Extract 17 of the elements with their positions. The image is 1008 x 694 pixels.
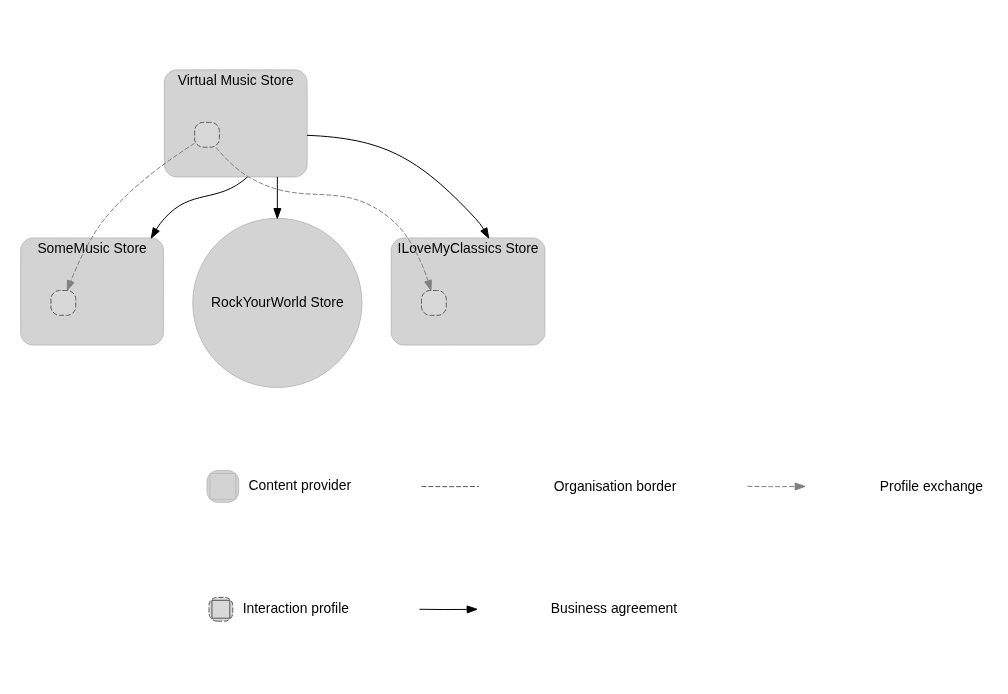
arrow	[66, 142, 196, 291]
legend-label: Business agreement	[550, 599, 678, 616]
node-box	[50, 289, 77, 316]
node-box	[421, 289, 447, 316]
arrow	[273, 175, 282, 219]
cluster: SomeMusic Store	[20, 237, 164, 345]
node-box	[194, 121, 220, 148]
legend-label: Organisation border	[553, 477, 677, 494]
arrow	[215, 146, 432, 291]
cluster: Virtual Music Store	[163, 68, 308, 177]
arrow	[150, 175, 249, 238]
legend-label: Interaction profile	[242, 599, 349, 616]
legend-label: Content provider	[248, 476, 352, 493]
cluster: ILoveMyClassics Store	[390, 237, 546, 345]
node-circle: RockYourWorld Store	[192, 217, 363, 388]
arrow	[306, 134, 490, 238]
legend-label: Profile exchange	[879, 477, 984, 494]
